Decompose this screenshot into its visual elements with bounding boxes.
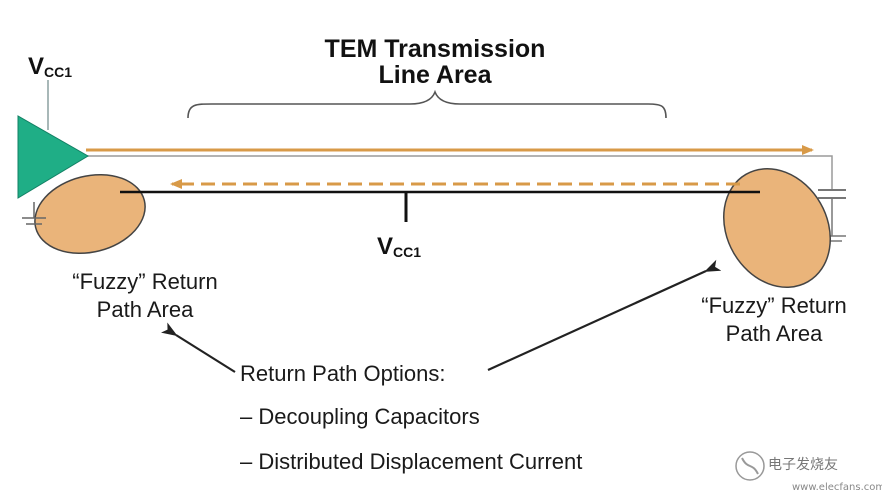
options-item-displacement: – Distributed Displacement Current — [240, 449, 582, 474]
ground-symbol-left — [22, 202, 46, 225]
options-heading: Return Path Options: — [240, 361, 445, 386]
fuzzy-right-label-line1: “Fuzzy” Return — [701, 293, 846, 318]
vcc-center-label: VCC1 — [377, 233, 421, 260]
vcc-left-label: VCC1 — [28, 53, 72, 80]
fuzzy-left-label-line2: Path Area — [97, 297, 194, 322]
watermark-logo: 电子发烧友 www.elecfans.com — [735, 451, 882, 493]
signal-line-upper — [86, 155, 833, 190]
watermark-url: www.elecfans.com — [792, 482, 882, 493]
tem-area-brace — [187, 89, 667, 119]
diagram-title-line2: Line Area — [378, 61, 492, 89]
fuzzy-area-left — [34, 173, 146, 255]
options-item-decoupling: – Decoupling Capacitors — [240, 404, 480, 429]
driver-buffer-triangle — [17, 115, 89, 199]
diagram-title-line1: TEM Transmission — [325, 35, 546, 63]
fuzzy-left-label-line1: “Fuzzy” Return — [72, 269, 217, 294]
watermark-text: 电子发烧友 — [768, 457, 838, 473]
watermark-emblem — [735, 451, 765, 481]
fuzzy-right-label-line2: Path Area — [726, 321, 823, 346]
fuzzy-area-right — [722, 168, 832, 288]
pointer-arrow-right — [487, 259, 722, 372]
pointer-arrow-left — [160, 322, 236, 373]
